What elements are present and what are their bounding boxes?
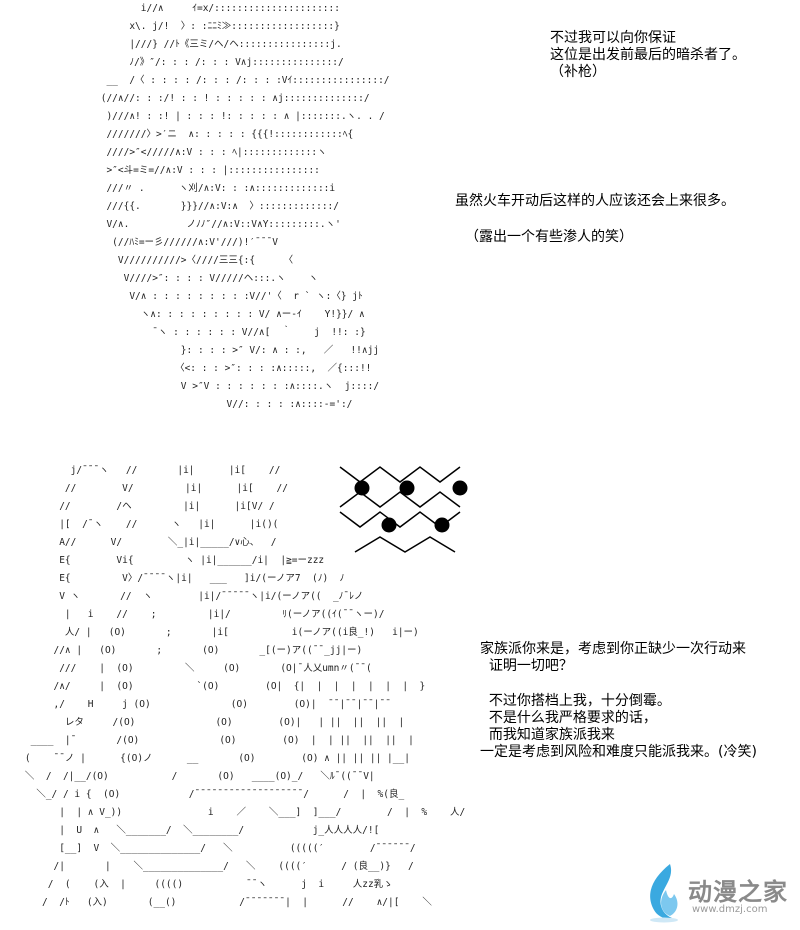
checkered-pattern-decoration: [339, 466, 468, 553]
ascii-art-character-top: i//∧ ｲ=x/:::::::::::::::::::::: x\. j/! …: [100, 3, 390, 410]
dialogue-middle-1: 虽然火车开动后这样的人应该还会上来很多。: [455, 193, 735, 209]
dialogue-bottom-1: 家族派你来是，考虑到你正缺少一次行动来 证明一切吧？: [480, 641, 746, 674]
dialogue-middle-2: （露出一个有些渗人的笑）: [465, 229, 633, 245]
dialogue-bottom-2: 不过你搭档上我，十分倒霉。 不是什么我严格要求的话， 而我知道家族派我来 一定是…: [480, 693, 757, 760]
dialogue-top-right: 不过我可以向你保证 这位是出发前最后的暗杀者了。 （补枪）: [550, 30, 746, 80]
flame-logo-icon: [650, 864, 678, 923]
ascii-art-scene-bottom: j/¯¯¯ヽ // |i| |i[ // // V/ |i| |i[ // //…: [24, 465, 466, 908]
watermark-logo-text: 动漫之家: [688, 878, 788, 906]
watermark-logo: 动漫之家 www.dmzj.com: [640, 860, 800, 930]
watermark-url: www.dmzj.com: [692, 904, 768, 915]
